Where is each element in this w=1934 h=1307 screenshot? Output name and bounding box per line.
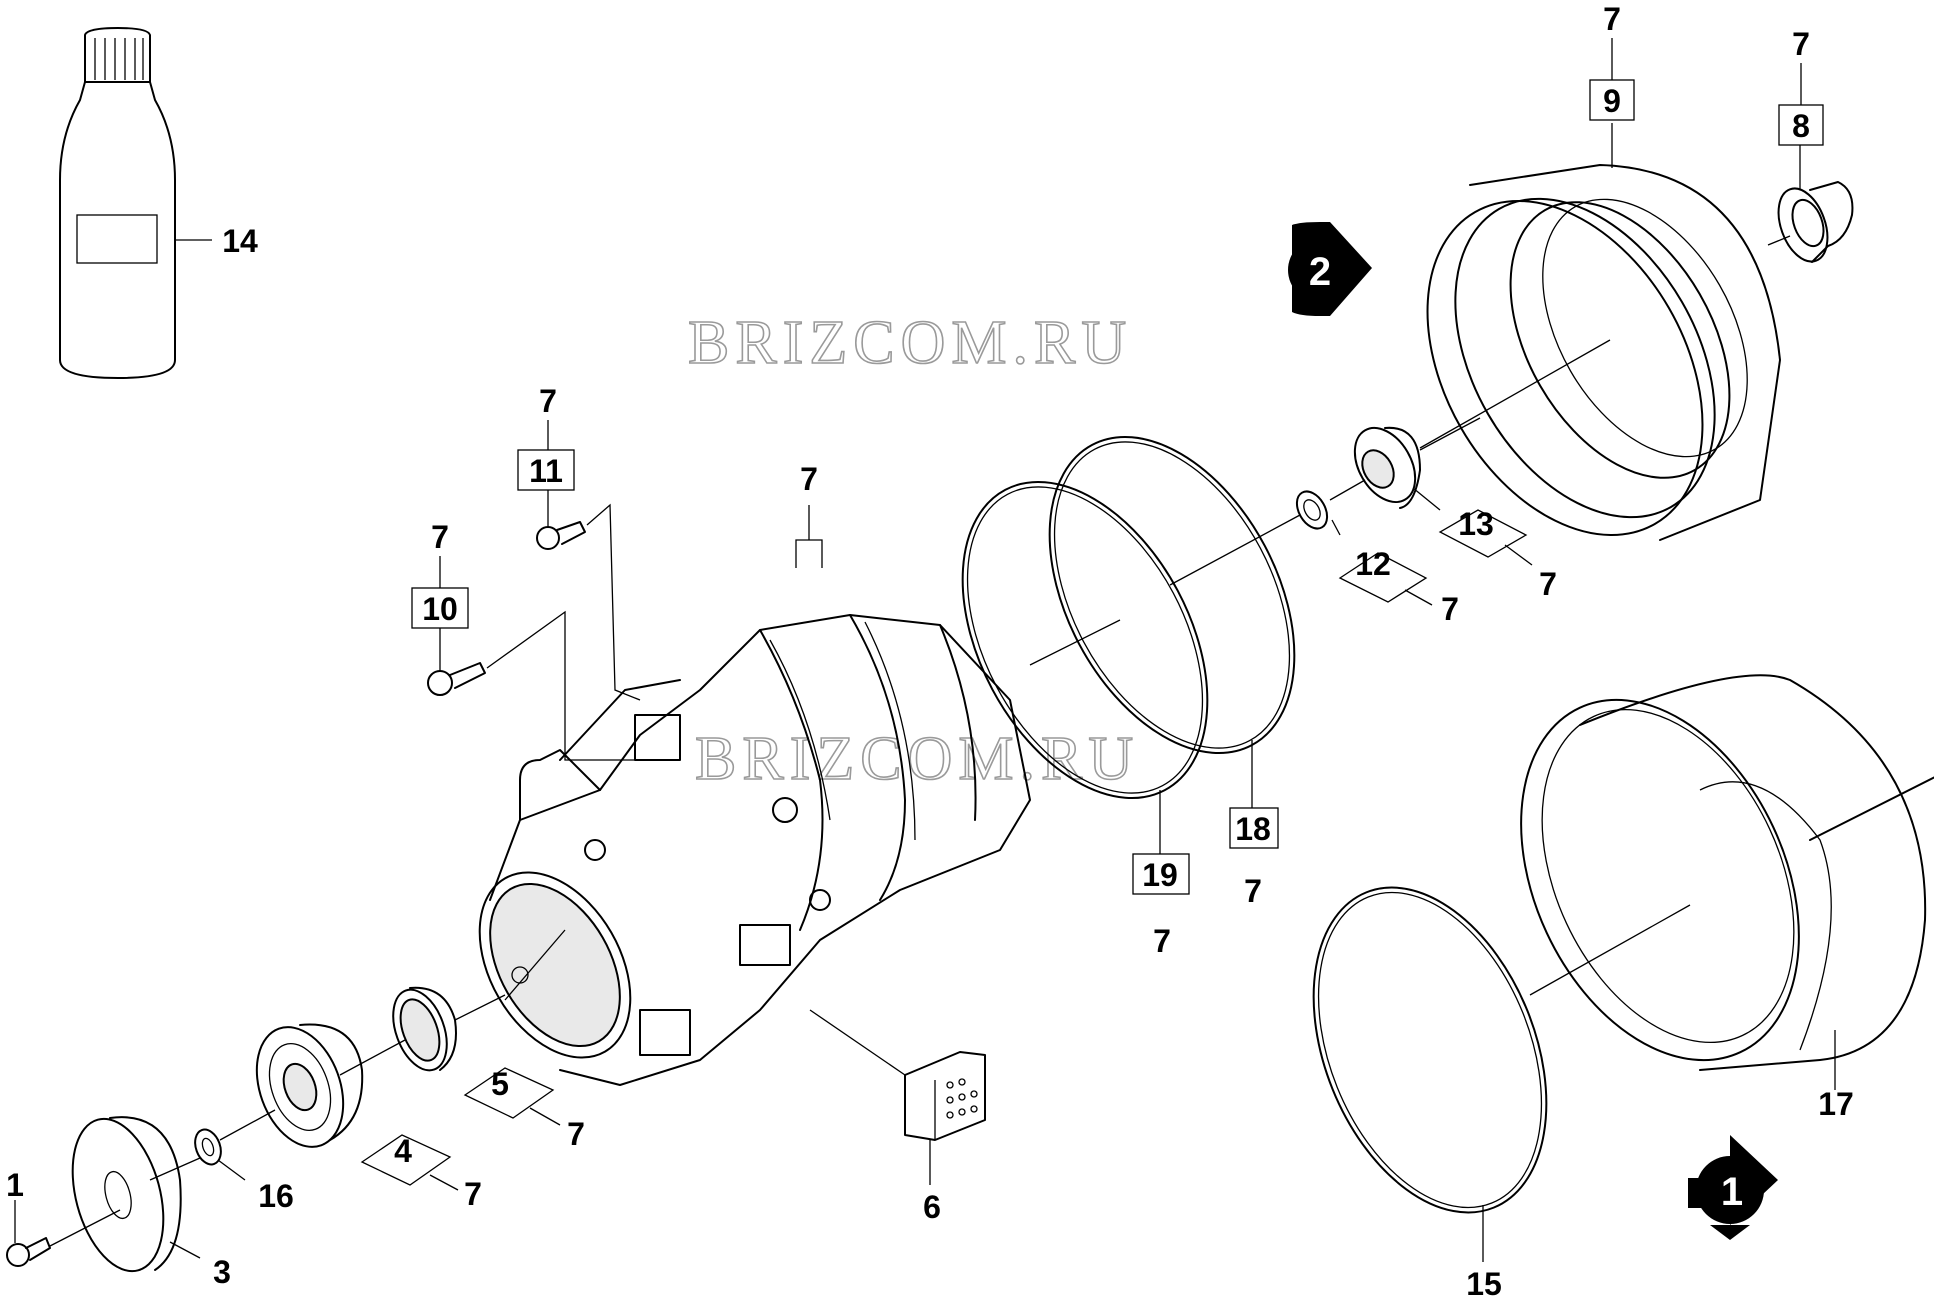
motor-housing — [478, 614, 1031, 1086]
view-arrow-2: 2 — [1288, 222, 1372, 316]
bracket-12 — [1338, 552, 1428, 603]
label-10: 10 — [422, 591, 458, 627]
cap-part-8 — [1767, 123, 1854, 263]
bottle-part-14 — [59, 27, 212, 379]
label-7-part-5: 7 — [567, 1116, 585, 1152]
label-12: 12 — [1355, 546, 1391, 582]
cap-part-3 — [71, 1116, 201, 1273]
label-7-part-8: 7 — [1792, 26, 1810, 62]
label-1: 1 — [6, 1167, 24, 1203]
watermark-top: BRIZCOM.RU — [688, 309, 1132, 377]
bracket-5 — [463, 1067, 555, 1119]
box-8 — [1778, 104, 1824, 146]
label-7-part-11: 7 — [539, 383, 557, 419]
seal-part-5 — [392, 986, 457, 1072]
screw-part-10 — [427, 610, 640, 761]
watermark-center: BRIZCOM.RU — [695, 725, 1139, 793]
washer-part-16 — [194, 1128, 246, 1181]
label-7-part-4: 7 — [464, 1176, 482, 1212]
label-14: 14 — [222, 223, 258, 259]
label-7-part-18: 7 — [1244, 873, 1262, 909]
label-7-part-13: 7 — [1539, 566, 1557, 602]
box-18 — [1229, 807, 1279, 849]
o-ring-part-18 — [1048, 436, 1296, 810]
view-arrow-1-label: 1 — [1721, 1170, 1743, 1214]
screw-part-11 — [536, 487, 641, 701]
view-arrow-1: 1 — [1688, 1135, 1778, 1240]
screw-part-1 — [6, 1200, 51, 1267]
label-6: 6 — [923, 1189, 941, 1225]
label-7-part-19: 7 — [1153, 923, 1171, 959]
bearing-part-4 — [255, 1023, 364, 1148]
label-7-part-10: 7 — [431, 519, 449, 555]
box-19 — [1132, 853, 1190, 895]
label-7-housing: 7 — [800, 461, 818, 497]
label-11: 11 — [529, 453, 563, 489]
box-10 — [411, 587, 469, 629]
label-7-part-9: 7 — [1603, 1, 1621, 37]
bracket-7-housing — [795, 539, 823, 568]
bracket-4 — [360, 1134, 452, 1186]
label-3: 3 — [213, 1254, 231, 1290]
label-17: 17 — [1818, 1086, 1854, 1122]
bearing-part-13 — [1353, 426, 1441, 511]
label-18: 18 — [1235, 811, 1271, 847]
brush-block-part-6 — [809, 1009, 986, 1185]
label-9: 9 — [1603, 83, 1621, 119]
label-5: 5 — [491, 1066, 509, 1102]
bracket-13 — [1438, 509, 1528, 558]
label-19: 19 — [1142, 857, 1178, 893]
label-4: 4 — [394, 1133, 412, 1169]
view-arrow-2-label: 2 — [1309, 250, 1331, 294]
label-13: 13 — [1458, 506, 1494, 542]
label-16: 16 — [258, 1178, 294, 1214]
ring-cover-part-9 — [1419, 123, 1781, 541]
seal-part-12 — [1295, 490, 1341, 536]
ring-part-17 — [1520, 674, 1934, 1090]
o-ring-part-15 — [1312, 886, 1548, 1262]
label-15: 15 — [1466, 1266, 1502, 1302]
box-11 — [517, 449, 575, 491]
label-7-part-12: 7 — [1441, 591, 1459, 627]
box-9 — [1589, 79, 1635, 121]
label-8: 8 — [1792, 108, 1810, 144]
